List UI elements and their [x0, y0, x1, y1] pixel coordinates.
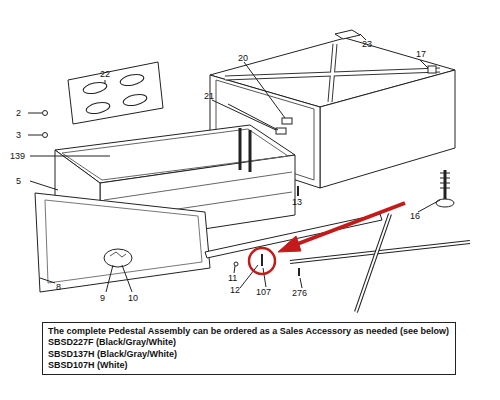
callout-number: 9: [100, 294, 105, 303]
callout-number: 11: [228, 274, 237, 283]
note-text: SBSD137H (Black/Gray/White): [48, 349, 450, 360]
callout-number: 8: [56, 283, 61, 292]
callout-number: 3: [16, 131, 21, 140]
callout-number: 20: [238, 54, 248, 63]
callout-number: 13: [292, 198, 302, 207]
callout-number: 22: [100, 70, 110, 79]
callout-number: 23: [362, 40, 372, 49]
callout-number: 2: [16, 109, 21, 118]
callout-number: 139: [10, 152, 25, 161]
callout-number: 17: [416, 50, 426, 59]
callout-number: 12: [230, 286, 240, 295]
note-text: SBSD107H (White): [48, 360, 450, 371]
callout-number: 5: [16, 177, 21, 186]
callout-number: 21: [204, 92, 214, 101]
note-text: The complete Pedestal Assembly can be or…: [48, 326, 450, 337]
callout-number: 276: [292, 289, 307, 298]
callout-number: 107: [256, 288, 271, 297]
callout-number: 10: [128, 294, 138, 303]
callout-number: 16: [410, 212, 420, 221]
note-box: The complete Pedestal Assembly can be or…: [42, 322, 456, 375]
note-text: SBSD227F (Black/Gray/White): [48, 337, 450, 348]
